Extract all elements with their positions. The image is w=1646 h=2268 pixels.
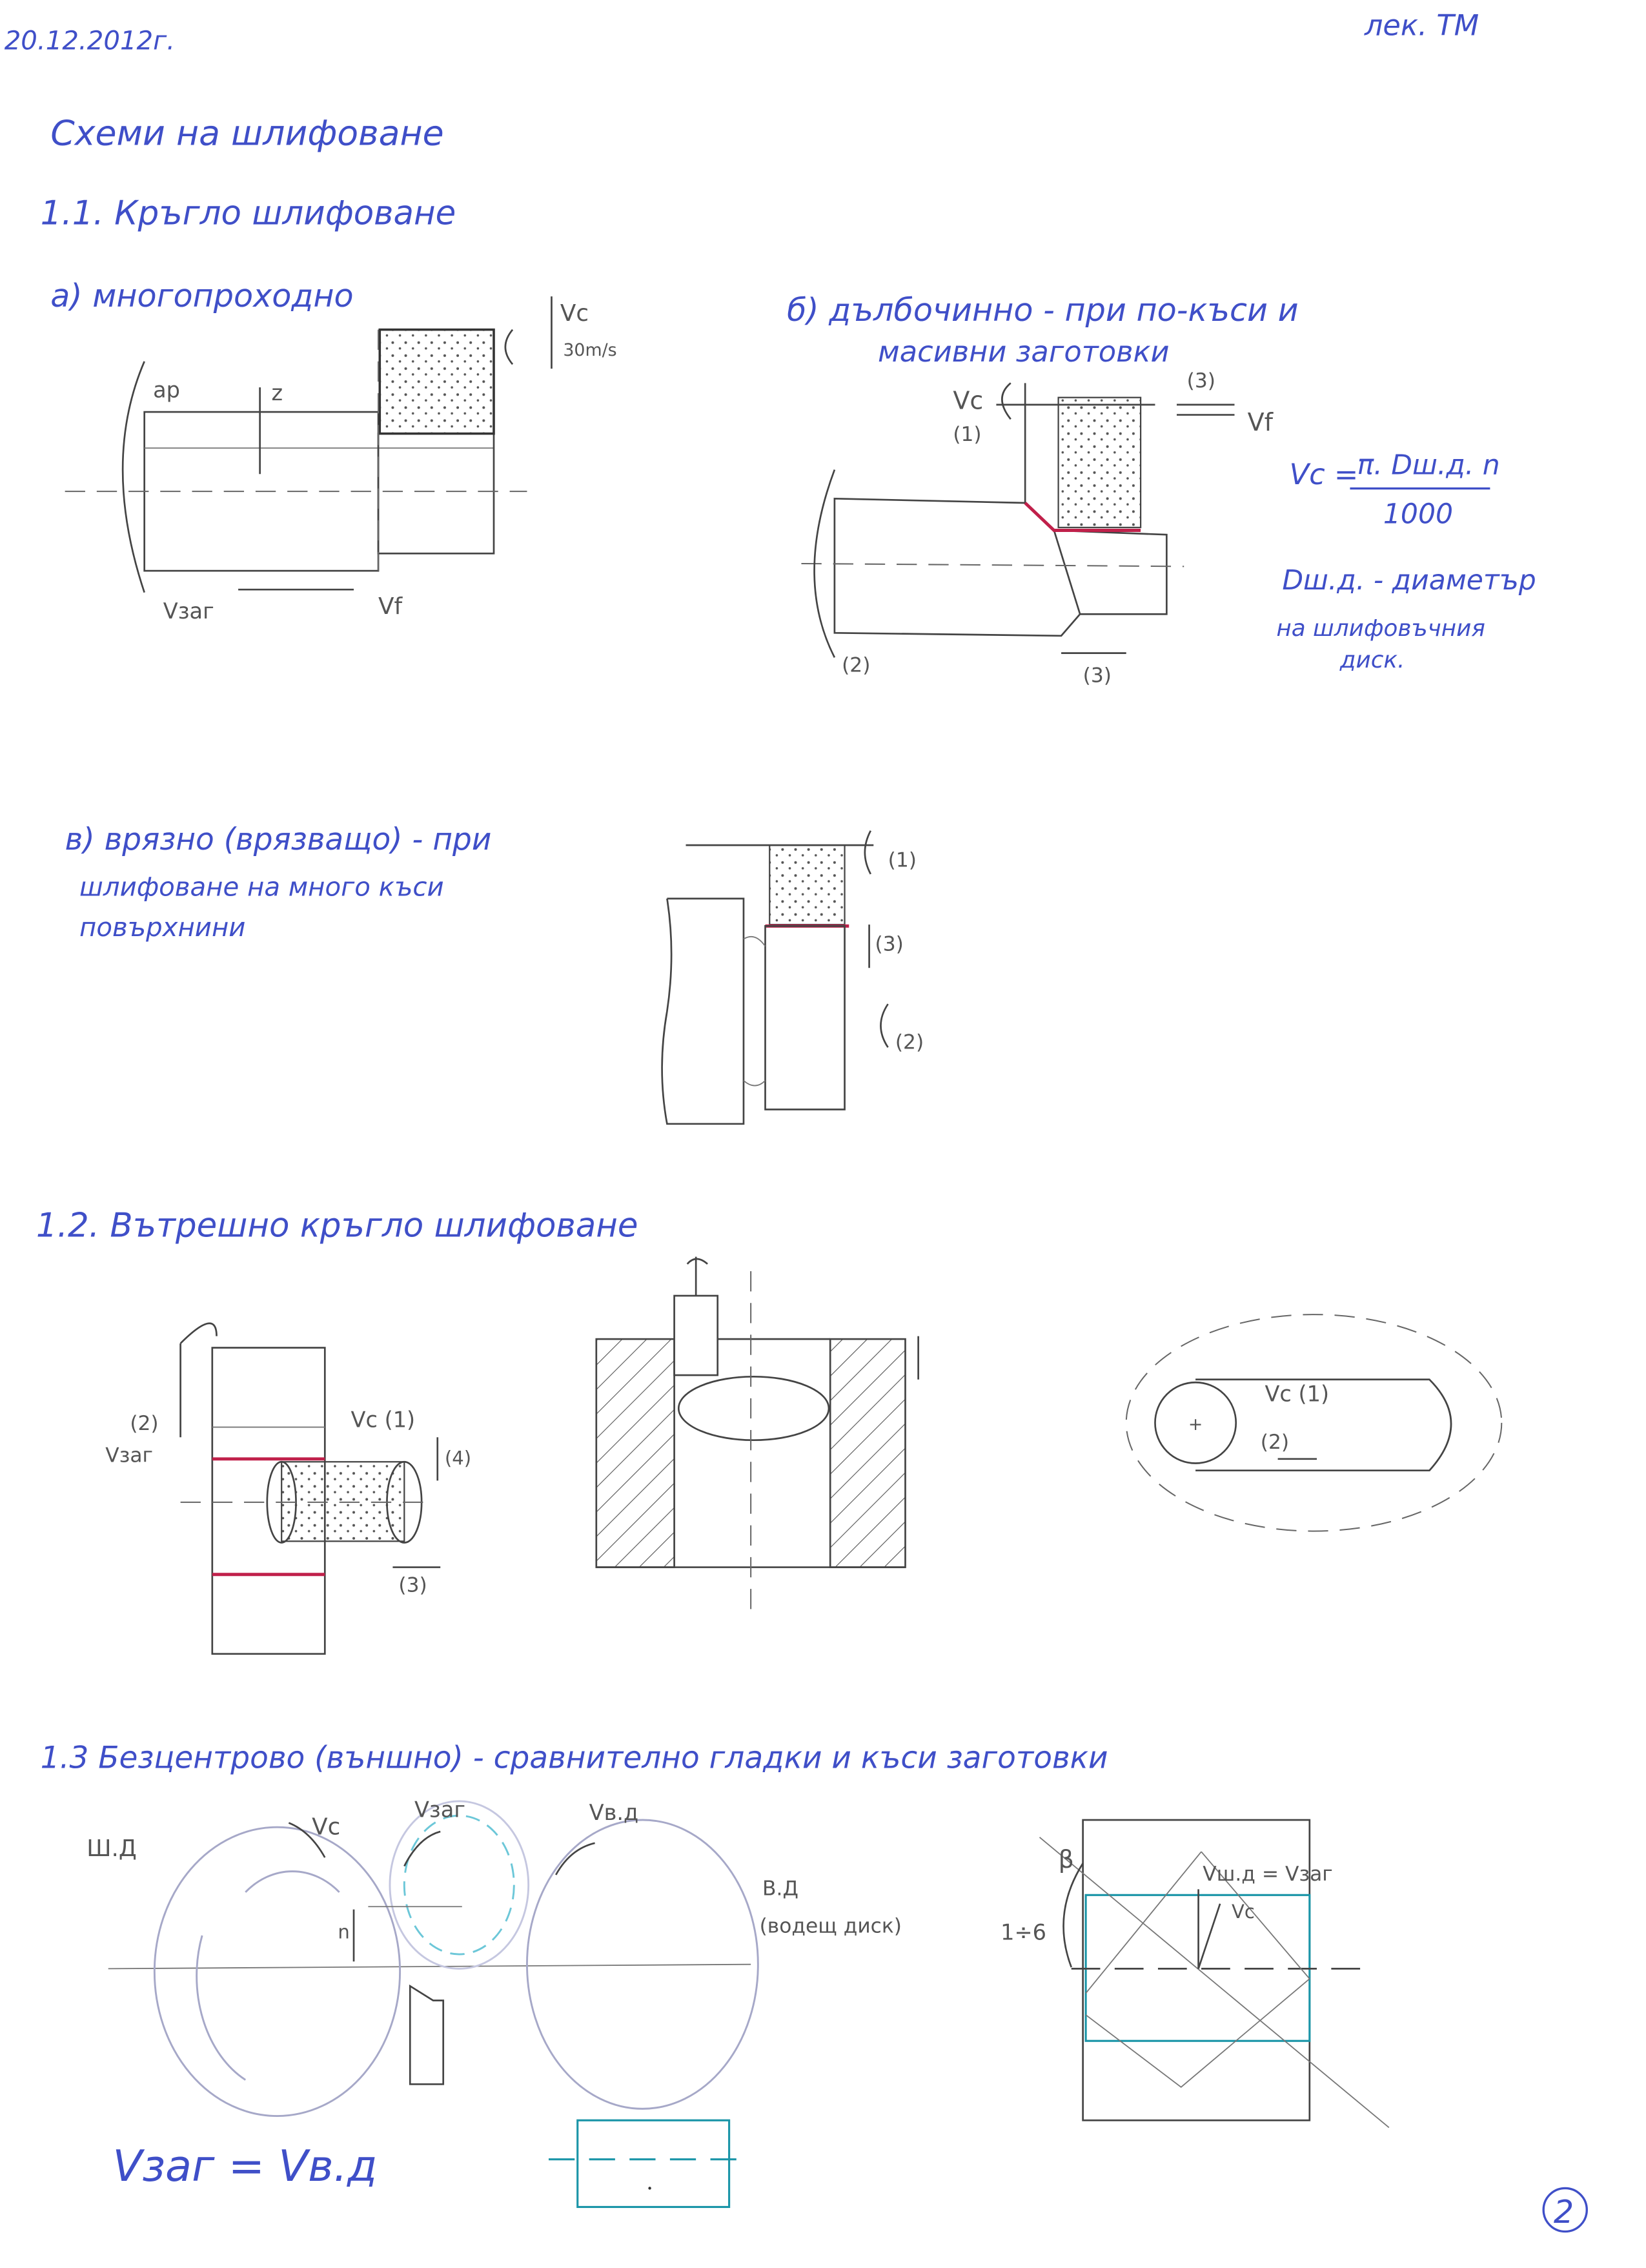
vc-label-top-view: Vc: [1232, 1901, 1255, 1923]
scheme-b-diagram: [801, 382, 1235, 658]
b-n2: (2): [842, 654, 870, 677]
scheme-b-label-1: б) дълбочинно - при по-къси и: [787, 291, 1299, 329]
date: 20.12.2012г.: [5, 26, 175, 56]
page-title: Схеми на шлифоване: [50, 112, 443, 153]
formula-lhs: Vc =: [1290, 457, 1359, 491]
scheme-c-diagram: [661, 830, 889, 1125]
z-label: z: [272, 380, 283, 405]
scheme-c-label-1: в) врязно (врязващо) - при: [65, 822, 492, 857]
b-n3-top: (3): [1187, 369, 1215, 393]
centerless-top-view-diagram: [1039, 1819, 1390, 2129]
section-1-1-heading: 1.1. Кръгло шлифоване: [41, 194, 456, 232]
v-zag-label-1-3: Vзаг: [414, 1797, 465, 1823]
vc-label-a: Vc: [560, 300, 589, 327]
formula-numerator: π. Dш.д. n: [1357, 449, 1500, 481]
page-number: 2: [1542, 2187, 1588, 2233]
beta-range-label: 1÷6: [1001, 1920, 1046, 1945]
vc1-label-1-2: Vc (1): [351, 1407, 416, 1433]
vf-label-b: Vf: [1248, 408, 1274, 436]
n-label: n: [338, 1921, 349, 1943]
speed-equation: Vзаг = Vв.д: [112, 2141, 377, 2191]
n4-label: (4): [445, 1447, 471, 1469]
v-zag-label-a: Vзаг: [163, 598, 214, 624]
svg-text:+: +: [1188, 1415, 1203, 1435]
svg-text:2: 2: [1554, 2193, 1574, 2231]
formula-denominator: 1000: [1383, 498, 1453, 530]
n3-label-1-2: (3): [398, 1574, 427, 1597]
note-line-2: на шлифовъчния: [1276, 615, 1485, 642]
beta-label: β: [1059, 1845, 1074, 1874]
scheme-c-label-3: повърхнини: [79, 913, 245, 943]
b-n1: (1): [953, 423, 981, 446]
b-n3-bottom: (3): [1083, 664, 1112, 687]
vd-desc-label: (водещ диск): [760, 1914, 902, 1937]
c-n2: (2): [895, 1031, 924, 1054]
course-label: лек. ТМ: [1364, 8, 1479, 42]
workpiece-section-diagram: [549, 2119, 751, 2209]
oval-vc-label: Vc (1): [1265, 1381, 1329, 1406]
v-equality-label: Vш.д = Vзаг: [1203, 1863, 1332, 1886]
centerless-grinding-diagram: [108, 1800, 759, 2118]
scheme-a-label: а) многопроходно: [50, 277, 353, 314]
vc-label-1-3: Vc: [312, 1813, 340, 1840]
section-1-3-heading: 1.3 Безцентрово (външно) - сравнително г…: [41, 1740, 1108, 1775]
c-n3: (3): [875, 932, 904, 955]
v-vd-label: Vв.д: [589, 1800, 639, 1825]
scheme-b-label-2: масивни заготовки: [878, 334, 1170, 369]
ap-label: ap: [153, 378, 180, 403]
note-line-3: диск.: [1339, 647, 1405, 673]
section-1-2-heading: 1.2. Вътрешно кръгло шлифоване: [36, 1206, 638, 1245]
scheme-a-diagram: [65, 296, 553, 593]
n2-label-1-2: (2): [130, 1412, 158, 1435]
vd-label: В.Д: [762, 1877, 798, 1900]
note-line-1: Dш.д. - диаметър: [1282, 565, 1536, 597]
internal-grinding-diagram-1: [179, 1322, 441, 1655]
shd-label: Ш.Д: [86, 1835, 137, 1862]
internal-grinding-diagram-3: +: [1125, 1314, 1503, 1532]
vc-value-a: 30m/s: [563, 340, 616, 360]
vf-label-a: Vf: [378, 593, 403, 620]
v-zag-label-1-2: Vзаг: [105, 1444, 153, 1467]
vc-label-b: Vc: [953, 387, 983, 415]
scheme-c-label-2: шлифоване на много къси: [79, 872, 444, 902]
internal-grinding-diagram-2: [595, 1256, 919, 1618]
oval-n2-label: (2): [1261, 1431, 1289, 1454]
c-n1: (1): [888, 849, 917, 872]
